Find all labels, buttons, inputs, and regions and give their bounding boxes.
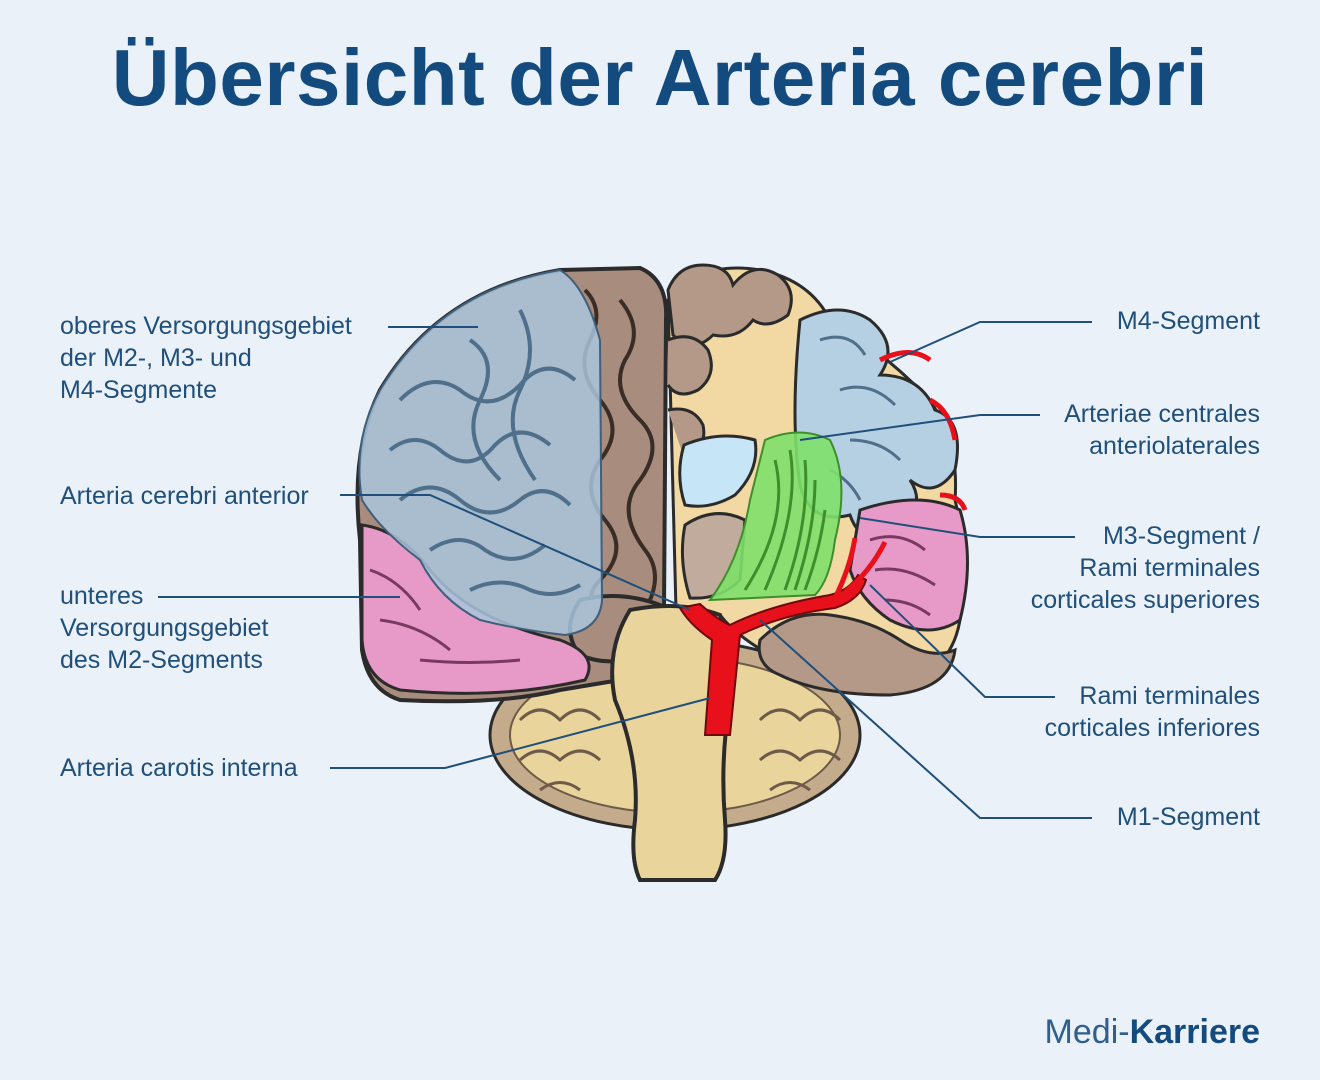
leader-lines <box>158 321 1092 819</box>
leader-m1 <box>759 619 1092 819</box>
leader-m3 <box>859 517 1075 538</box>
label-m3-segment: M3-Segment / Rami terminales corticales … <box>1030 522 1260 614</box>
leader-centrales <box>799 414 1040 441</box>
brand-part-2: Karriere <box>1129 1013 1260 1051</box>
label-oberes-versorgungsgebiet: oberes Versorgungsgebiet der M2-, M3- un… <box>60 312 352 404</box>
label-m4-segment: M4-Segment <box>1116 307 1260 335</box>
middle-cerebral-artery <box>678 537 888 736</box>
leader-acerebri-anterior <box>340 494 691 611</box>
brand-logo: Medi-Karriere <box>1045 1013 1260 1052</box>
leader-m4 <box>889 321 1092 363</box>
right-coronal-section <box>666 263 969 697</box>
brand-part-1: Medi- <box>1044 1013 1130 1051</box>
label-arteria-carotis-interna: Arteria carotis interna <box>60 754 298 782</box>
label-arteriae-centrales: Arteriae centrales anteriolaterales <box>1064 400 1260 460</box>
leader-inferiores <box>869 584 1055 698</box>
label-rami-inferiores: Rami terminales corticales inferiores <box>1044 682 1260 742</box>
label-arteria-cerebri-anterior: Arteria cerebri anterior <box>60 482 309 510</box>
leader-carotis <box>330 697 711 769</box>
label-m1-segment: M1-Segment <box>1116 803 1260 831</box>
label-unteres-versorgungsgebiet: unteres Versorgungsgebiet des M2-Segment… <box>60 582 269 674</box>
page-title: Übersicht der Arteria cerebri <box>111 33 1209 122</box>
